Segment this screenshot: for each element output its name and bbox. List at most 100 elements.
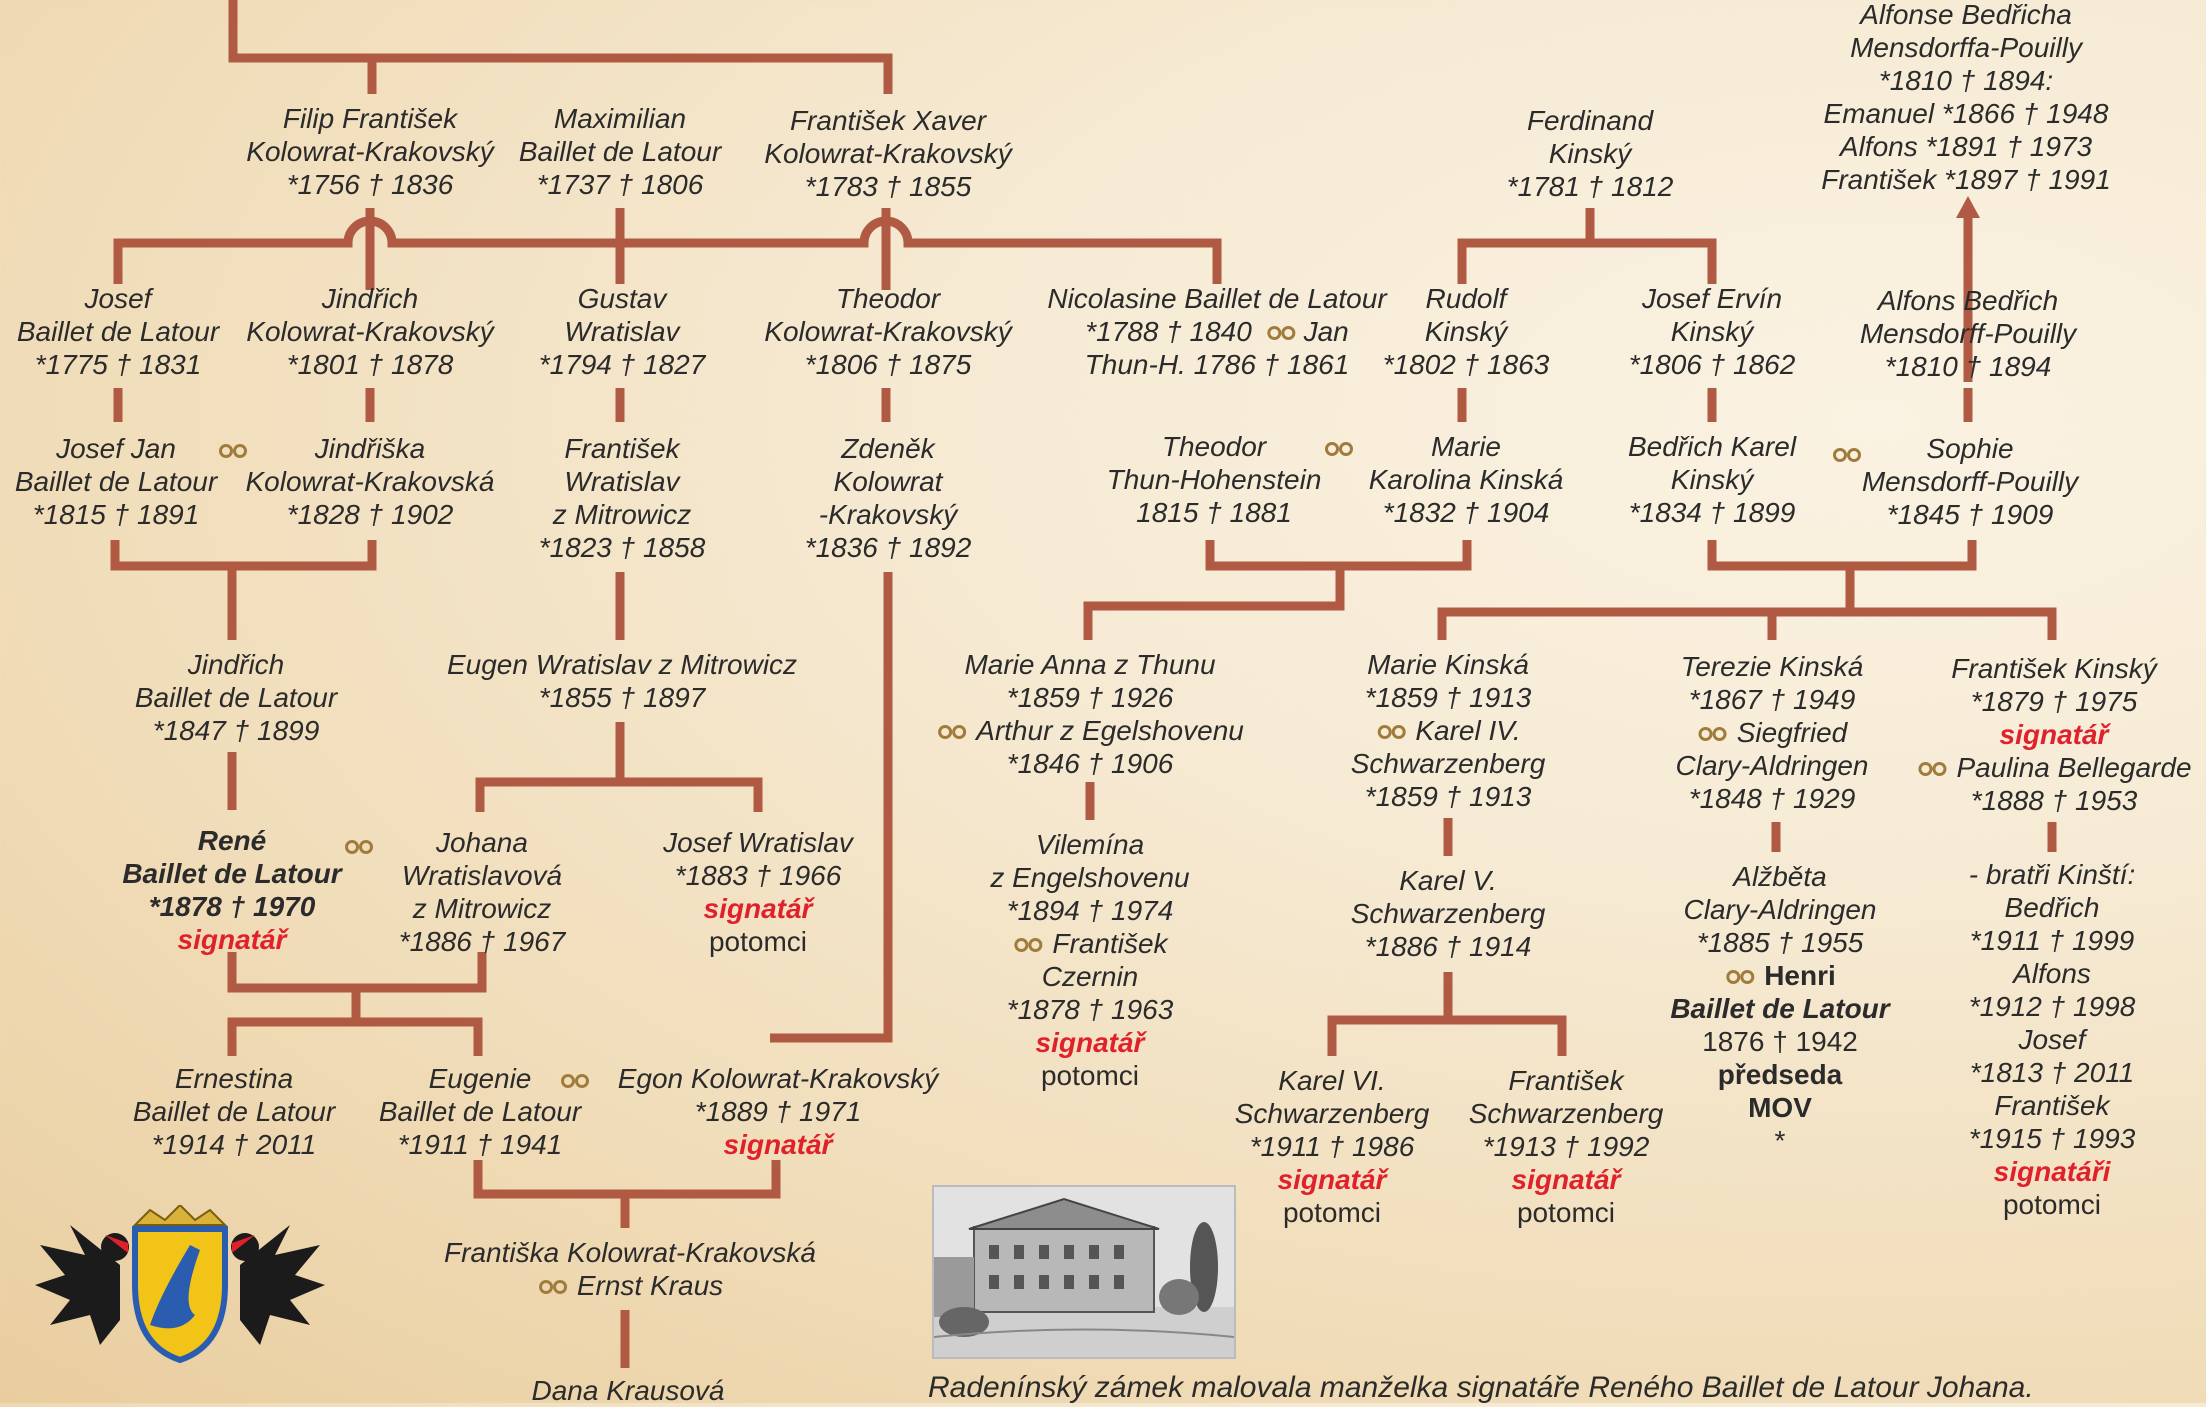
person-line: Alfons [2013,958,2091,989]
person-line: *1815 † 1891 [32,499,200,530]
person-line: Paulina Bellegarde [1916,751,2192,784]
person-line: František Xaver [789,105,987,136]
person-line: Alfons Bedřich [1877,285,2059,316]
person-line: *1846 † 1906 [1006,748,1174,779]
person-line: Kolowrat [833,466,943,497]
person-line: Clary-Aldringen [1675,750,1869,781]
person-line: Ferdinand [1526,105,1654,136]
person-line: * [1774,1125,1786,1156]
marriage-rings-icon [1323,442,1357,458]
person-line: Baillet de Latour [378,1096,582,1127]
person-line: signatář [703,893,813,924]
person-line: Schwarzenberg [1234,1098,1430,1129]
person-line: Mensdorff-Pouilly [1859,318,2077,349]
person-line: Gustav [577,283,667,314]
person-line: Wratislav [564,466,680,497]
marriage-rings-icon [559,1074,593,1090]
person-line: *1911 † 1941 [397,1129,563,1160]
marriage-rings-icon [343,840,377,856]
person-line: *1775 † 1831 [34,349,202,380]
person-line: *1859 † 1913 [1364,781,1532,812]
person-line: Josef Ervín [1641,283,1783,314]
person-line: *1794 † 1827 [538,349,706,380]
person-line: *1878 † 1963 [1006,994,1174,1025]
person-line: František Kinský [1951,653,2157,684]
person-dana: Dana Krausová [531,1374,724,1407]
person-line: Nicolasine Baillet de Latour [1047,283,1387,314]
person-line: potomci [1516,1197,1616,1228]
person-line: Alfonse Bedřicha [1860,0,2072,30]
person-line: Henri [1670,959,1889,992]
person-line: Mensdorffa-Pouilly [1850,32,2082,63]
person-line: Schwarzenberg [1350,898,1546,929]
person-line: *1806 † 1862 [1628,349,1796,380]
person-line: Theodor [1161,431,1267,462]
person-line: Czernin [1041,961,1139,992]
person-line: Kinský [1548,138,1632,169]
person-line: z Mitrowicz [412,893,552,924]
person-line: *1810 † 1894: [1878,65,2054,96]
person-line: potomci [1040,1060,1140,1091]
person-line: z Mitrowicz [552,499,692,530]
person-line: *1889 † 1971 [694,1096,862,1127]
person-line: Baillet de Latour [16,316,220,347]
person-line: *1886 † 1914 [1364,931,1532,962]
person-line: Baillet de Latour [1670,993,1890,1024]
person-line: Schwarzenberg [1350,748,1546,779]
person-line: signatáři [1993,1156,2111,1187]
person-line: Egon Kolowrat-Krakovský [617,1063,939,1094]
person-line: Josef [2018,1024,2086,1055]
person-line: Eugen Wratislav z Mitrowicz [446,649,798,680]
marriage-rings-icon [1012,937,1046,954]
person-line: František *1897 † 1991 [1821,164,2111,195]
person-line: *1836 † 1892 [804,532,972,563]
person-line: Alžběta [1733,861,1827,892]
person-line: Bedřich Karel [1627,431,1797,462]
person-karel-v: Karel V.Schwarzenberg*1886 † 1914 [1351,864,1546,963]
person-line: *1806 † 1875 [804,349,972,380]
marriage-rings-icon [1375,724,1409,741]
person-line: *1845 † 1909 [1886,499,2054,530]
person-line: *1913 † 1992 [1482,1131,1650,1162]
person-line: signatář [177,924,287,955]
person-line: Johana [436,827,528,858]
person-line: *1737 † 1806 [536,169,704,200]
person-eugen: Eugen Wratislav z Mitrowicz*1855 † 1897 [447,648,797,714]
person-line: *1915 † 1993 [1968,1123,2136,1154]
person-line: MOV [1748,1092,1812,1123]
person-line: signatář [723,1129,833,1160]
person-line: Mensdorff-Pouilly [1861,466,2079,497]
person-line: Karel VI. [1278,1065,1386,1096]
person-line: Zdeněk [841,433,935,464]
person-line: Karel V. [1399,865,1497,896]
person-line: Emanuel *1866 † 1948 [1823,98,2109,129]
person-line: Kolowrat-Krakovská [245,466,495,497]
person-line: *1848 † 1929 [1688,783,1856,814]
person-line: Kolowrat-Krakovský [246,316,494,347]
person-line: *1783 † 1855 [804,171,972,202]
person-line: *1756 † 1836 [286,169,454,200]
person-nicolasine: Nicolasine Baillet de Latour*1788 † 1840… [1047,282,1386,381]
person-line: Eugenie [428,1063,532,1094]
person-line: Marie Kinská [1367,649,1529,680]
person-line: Rudolf [1425,283,1507,314]
person-line: Josef Jan [56,433,176,464]
